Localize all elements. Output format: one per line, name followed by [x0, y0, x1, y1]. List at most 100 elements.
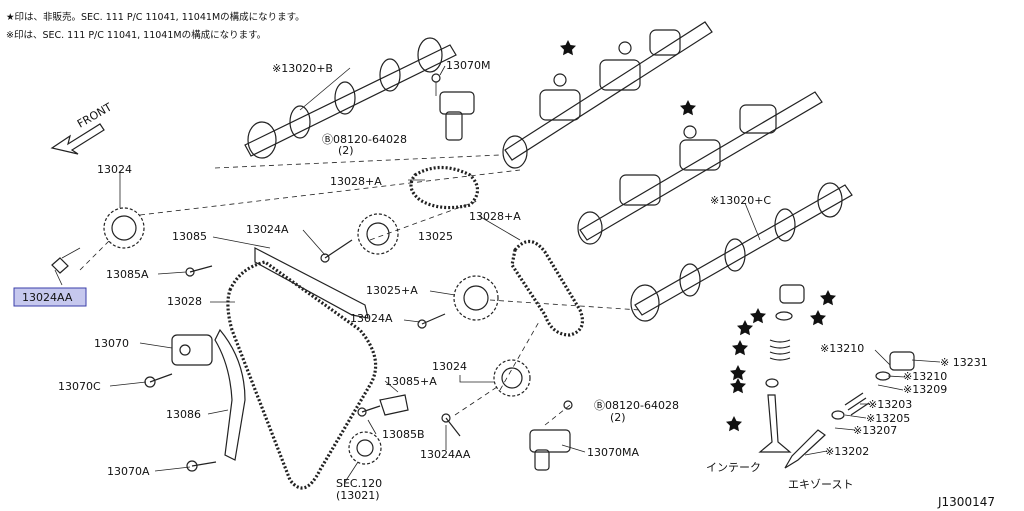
front-arrow-icon	[50, 123, 105, 155]
leader-line	[139, 342, 173, 349]
label-13024aa-highlight[interactable]: 13024AA	[22, 291, 73, 304]
label-13025: 13025	[418, 230, 453, 243]
valve-spring-retainer	[775, 311, 793, 321]
chain-13028a-upper	[409, 165, 480, 210]
star-icon	[730, 365, 746, 381]
label-sec120-sub: (13021)	[336, 489, 380, 502]
chain-tensioner-13070	[171, 334, 213, 366]
label-08120-lower-qty: (2)	[610, 411, 626, 424]
label-13025a: 13025+A	[366, 284, 418, 297]
leader-dash	[499, 319, 541, 391]
label-13085b: 13085B	[382, 428, 425, 441]
leader-line	[344, 461, 359, 483]
chain-guide-13085	[254, 247, 369, 319]
sprocket-13024-middle	[493, 359, 531, 397]
label-13028: 13028	[167, 295, 202, 308]
label-08120-upper: Ⓑ08120-64028	[322, 133, 407, 146]
label-13210: ※13210	[820, 342, 864, 355]
leader-line	[367, 419, 377, 435]
label-intake: インテーク	[706, 461, 761, 474]
leader-line	[302, 229, 326, 256]
camshaft-lower-right	[630, 182, 853, 322]
label-13024a: 13024A	[246, 223, 289, 236]
label-sec120: SEC.120	[336, 477, 382, 490]
highlight-13024aa[interactable]	[13, 287, 87, 307]
leader-dash	[369, 199, 481, 241]
leader-line	[157, 271, 187, 275]
label-13024aa: 13024AA	[420, 448, 471, 461]
bolt-13070a	[186, 460, 217, 472]
star-icon	[737, 320, 753, 336]
label-13085a: 13085A	[106, 268, 149, 281]
note-line-2: ※印は、SEC. 111 P/C 11041, 11041Mの構成になります。	[6, 29, 266, 41]
label-13070c: 13070C	[58, 380, 101, 393]
label-13086: 13086	[166, 408, 201, 421]
leader-dash	[139, 169, 521, 216]
label-13207: ※13207	[853, 424, 897, 437]
label-13205: ※13205	[866, 412, 910, 425]
leader-line	[459, 375, 494, 383]
leader-line	[744, 202, 761, 241]
note-line-1: ★印は、非販売。SEC. 111 P/C 11041, 11041Mの構成になり…	[6, 11, 305, 23]
valve-lifter	[779, 284, 805, 304]
leader-line	[212, 236, 271, 249]
intake-valve	[758, 394, 792, 453]
label-13231: ※ 13231	[940, 356, 988, 369]
leader-line	[403, 319, 421, 323]
leader-line	[874, 349, 891, 366]
star-icon	[730, 378, 746, 394]
label-13210b: ※13210	[903, 370, 947, 383]
star-icon	[726, 416, 742, 432]
label-13024a-2: 13024A	[350, 312, 393, 325]
guide-13085b	[379, 394, 409, 416]
star-icon	[820, 290, 836, 306]
label-13024-upper: 13024	[97, 163, 132, 176]
diagram-code: J1300147	[937, 495, 995, 509]
leader-line	[109, 381, 147, 387]
leader-dash	[214, 154, 501, 169]
front-label: FRONT	[75, 100, 114, 130]
label-13070ma: 13070MA	[587, 446, 639, 459]
label-13202: ※13202	[825, 445, 869, 458]
exhaust-seal	[831, 410, 845, 420]
exhaust-retainer	[875, 371, 891, 381]
label-13028a-right: 13028+A	[469, 210, 521, 223]
camshaft-upper-left	[244, 37, 457, 159]
label-13020b: ※13020+B	[272, 62, 333, 75]
leader-dash	[79, 239, 111, 271]
leader-line	[478, 215, 521, 241]
label-13020c: ※13020+C	[710, 194, 771, 207]
sprocket-13025	[357, 213, 399, 255]
exhaust-spring	[844, 392, 870, 416]
label-13085: 13085	[172, 230, 207, 243]
leader-line	[154, 466, 191, 472]
slack-guide-13086	[214, 328, 246, 461]
label-13070: 13070	[94, 337, 129, 350]
star-icon	[732, 340, 748, 356]
chain-tensioner-13070ma	[529, 400, 573, 471]
sprocket-13025a	[453, 275, 499, 321]
bolt-13085a	[185, 265, 213, 277]
leader-line	[439, 65, 446, 76]
label-13085a-plus: 13085+A	[385, 375, 437, 388]
leader-dash	[454, 384, 501, 416]
bolt-13024aa	[441, 413, 461, 437]
leader-line	[561, 444, 586, 453]
label-13209: ※13209	[903, 383, 947, 396]
leader-line	[429, 290, 456, 296]
chain-13028a-right	[510, 239, 584, 337]
bolt-13085b	[357, 405, 381, 417]
label-08120-upper-qty: (2)	[338, 144, 354, 157]
valve-seal	[765, 378, 779, 388]
leader-line	[384, 380, 399, 393]
leader-line	[299, 67, 351, 111]
leader-line	[844, 414, 867, 419]
leader-line	[877, 384, 904, 391]
label-exhaust: エキゾースト	[788, 478, 853, 491]
chain-13028-main	[226, 260, 378, 490]
camshaft-middle-right	[577, 91, 823, 245]
label-08120-lower: Ⓑ08120-64028	[594, 399, 679, 412]
label-13070m: 13070M	[446, 59, 490, 72]
bolt-13024a-2	[417, 313, 446, 329]
